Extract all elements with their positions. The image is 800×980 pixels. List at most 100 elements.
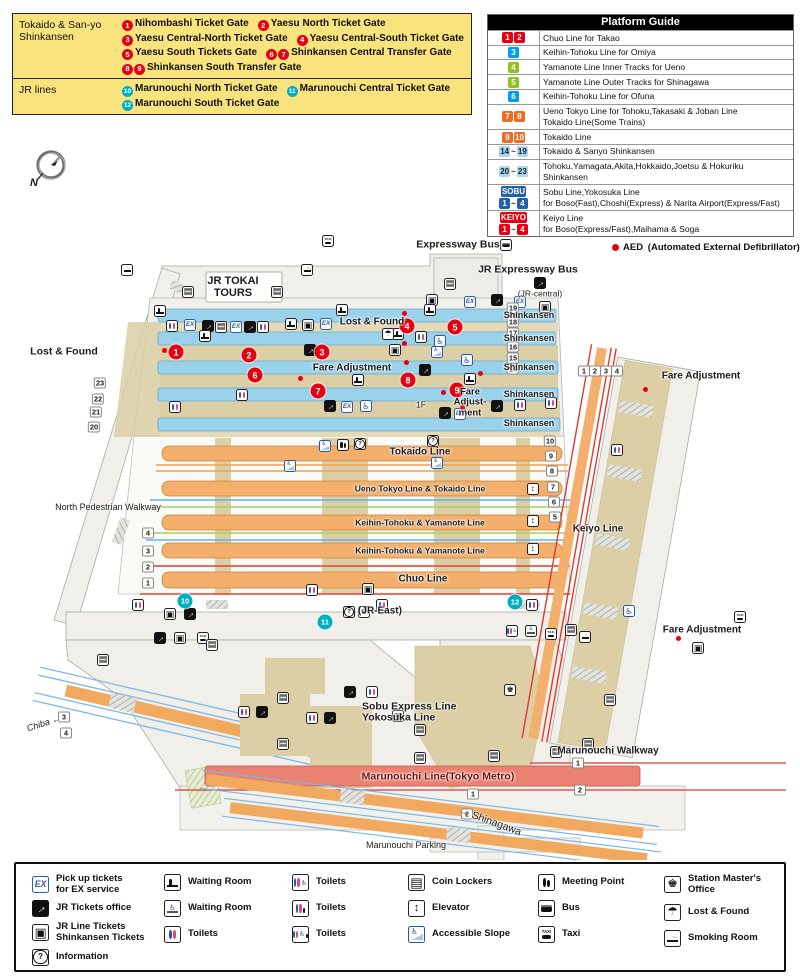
gate-marker-6: 6 <box>247 367 263 383</box>
platform-number: 1 <box>142 577 154 589</box>
legend-column: ♚Station Master's Office☂Lost & Found~Sm… <box>664 873 778 964</box>
master-icon: ♚ <box>504 684 516 696</box>
legend-item-label: Pick up tickets for EX service <box>56 873 123 895</box>
map-label: Fare Adjustment <box>661 370 741 382</box>
platform-number: 1 <box>467 788 479 800</box>
aed-icon <box>475 368 485 378</box>
gate-number-badge: 6 <box>266 49 278 61</box>
legend-item: Toilets <box>164 926 292 943</box>
legend-item-label: Lost & Found <box>688 906 750 918</box>
platform-number: 18 <box>506 316 520 328</box>
map-label: Keiyo Line <box>572 523 624 535</box>
legend-item-label: Toilets <box>316 876 346 888</box>
taxi-icon: TAXI <box>538 926 555 943</box>
platform-number: 10 <box>543 435 557 447</box>
map-label: Lost & Found <box>339 316 405 328</box>
compass-north-label: N <box>30 177 39 189</box>
map-label: (JR-East) <box>358 605 402 617</box>
map-label: JR TOKAI TOURS <box>207 275 259 299</box>
map-label: Keihin-Tohoku & Yamanote Line <box>355 545 485 556</box>
ex-icon: EX <box>320 318 332 330</box>
platform-chip: 1 <box>502 32 513 44</box>
waiting-icon <box>154 305 166 317</box>
legend-item: Meeting Point <box>538 874 664 891</box>
aed-note-text: AED (Automated External Defibrillator) <box>623 242 800 253</box>
aed-note: AED (Automated External Defibrillator) <box>612 242 800 253</box>
aed-icon <box>295 373 305 383</box>
compass-icon: N <box>26 146 72 192</box>
tickets-icon: ▣ <box>32 924 49 942</box>
legend-item: ▣ JR Line Tickets Shinkansen Tickets <box>32 921 164 943</box>
info-icon: ? <box>427 435 439 447</box>
waiting-icon <box>164 874 181 891</box>
platform-guide-text: Keihin-Tohoku Line for Omiya <box>543 47 656 58</box>
gate-marker-1: 1 <box>168 344 184 360</box>
locker-icon: ▤ <box>565 624 577 636</box>
legend-item: ↕Elevator <box>408 900 538 917</box>
platform-guide-text: Tohoku,Yamagata,Akita,Hokkaido,Joetsu & … <box>543 161 744 182</box>
gate-number-badge: 4 <box>296 34 308 46</box>
map-label: Marunouchi Walkway <box>557 745 659 757</box>
wheelchair-icon: ♿ <box>461 354 473 366</box>
master-icon: ♚ <box>358 606 370 618</box>
gates-box-category: Tokaido & San-yo Shinkansen <box>19 19 102 44</box>
waiting-icon <box>352 374 364 386</box>
taxi-icon: TAXI <box>322 235 334 247</box>
office-icon: → <box>324 400 336 412</box>
smoking-icon: ~ <box>664 930 681 948</box>
map-label: North Pedestrian Walkway <box>55 502 161 513</box>
gate-marker-11: 11 <box>317 614 333 630</box>
platform-guide-text: Sobu Line,Yokosuka Line for Boso(Fast),C… <box>543 186 780 208</box>
platform-number: 4 <box>611 365 623 377</box>
map-label: Marunouchi Parking <box>365 840 447 851</box>
map-label: JR Expressway Bus <box>478 263 578 276</box>
toilets-icon <box>166 320 178 332</box>
gate-marker-8: 8 <box>400 372 416 388</box>
platform-chip: 3 <box>508 47 519 59</box>
platform-chip: 14 <box>499 146 511 158</box>
legend-item-label: Toilets <box>316 902 346 914</box>
toilets-icon <box>415 331 427 343</box>
legend-item: ♿Toilets <box>292 874 408 891</box>
slope-icon: ♿ <box>408 926 425 943</box>
toilets-icon <box>611 444 623 456</box>
office-icon: → <box>184 608 196 620</box>
smoking-icon: ~ <box>579 631 591 643</box>
legend-item-label: Coin Lockers <box>432 876 493 888</box>
toilets-acc-baby-icon: ♿ <box>292 926 309 943</box>
legend-item-label: Bus <box>562 902 580 914</box>
office-icon: → <box>154 632 166 644</box>
gate-number-badge: 2 <box>257 20 269 32</box>
toilets-icon <box>526 599 538 611</box>
platform-chip: 6 <box>508 91 519 103</box>
platform-guide-text: Keihin-Tohoku Line for Ofuna <box>543 91 655 102</box>
locker-icon: ▤ <box>277 692 289 704</box>
locker-icon: ▤ <box>444 278 456 290</box>
locker-icon: ▤ <box>408 874 425 891</box>
platform-number: 14 <box>506 363 520 375</box>
platform-number: 6 <box>548 496 560 508</box>
platform-guide-text: Chuo Line for Takao <box>543 32 620 43</box>
platform-chip: 1 <box>499 198 511 210</box>
legend-item-label: JR Line Tickets Shinkansen Tickets <box>56 921 145 943</box>
aed-icon <box>640 384 650 394</box>
taxi-icon: TAXI <box>734 611 746 623</box>
platform-number: 15 <box>506 352 520 364</box>
